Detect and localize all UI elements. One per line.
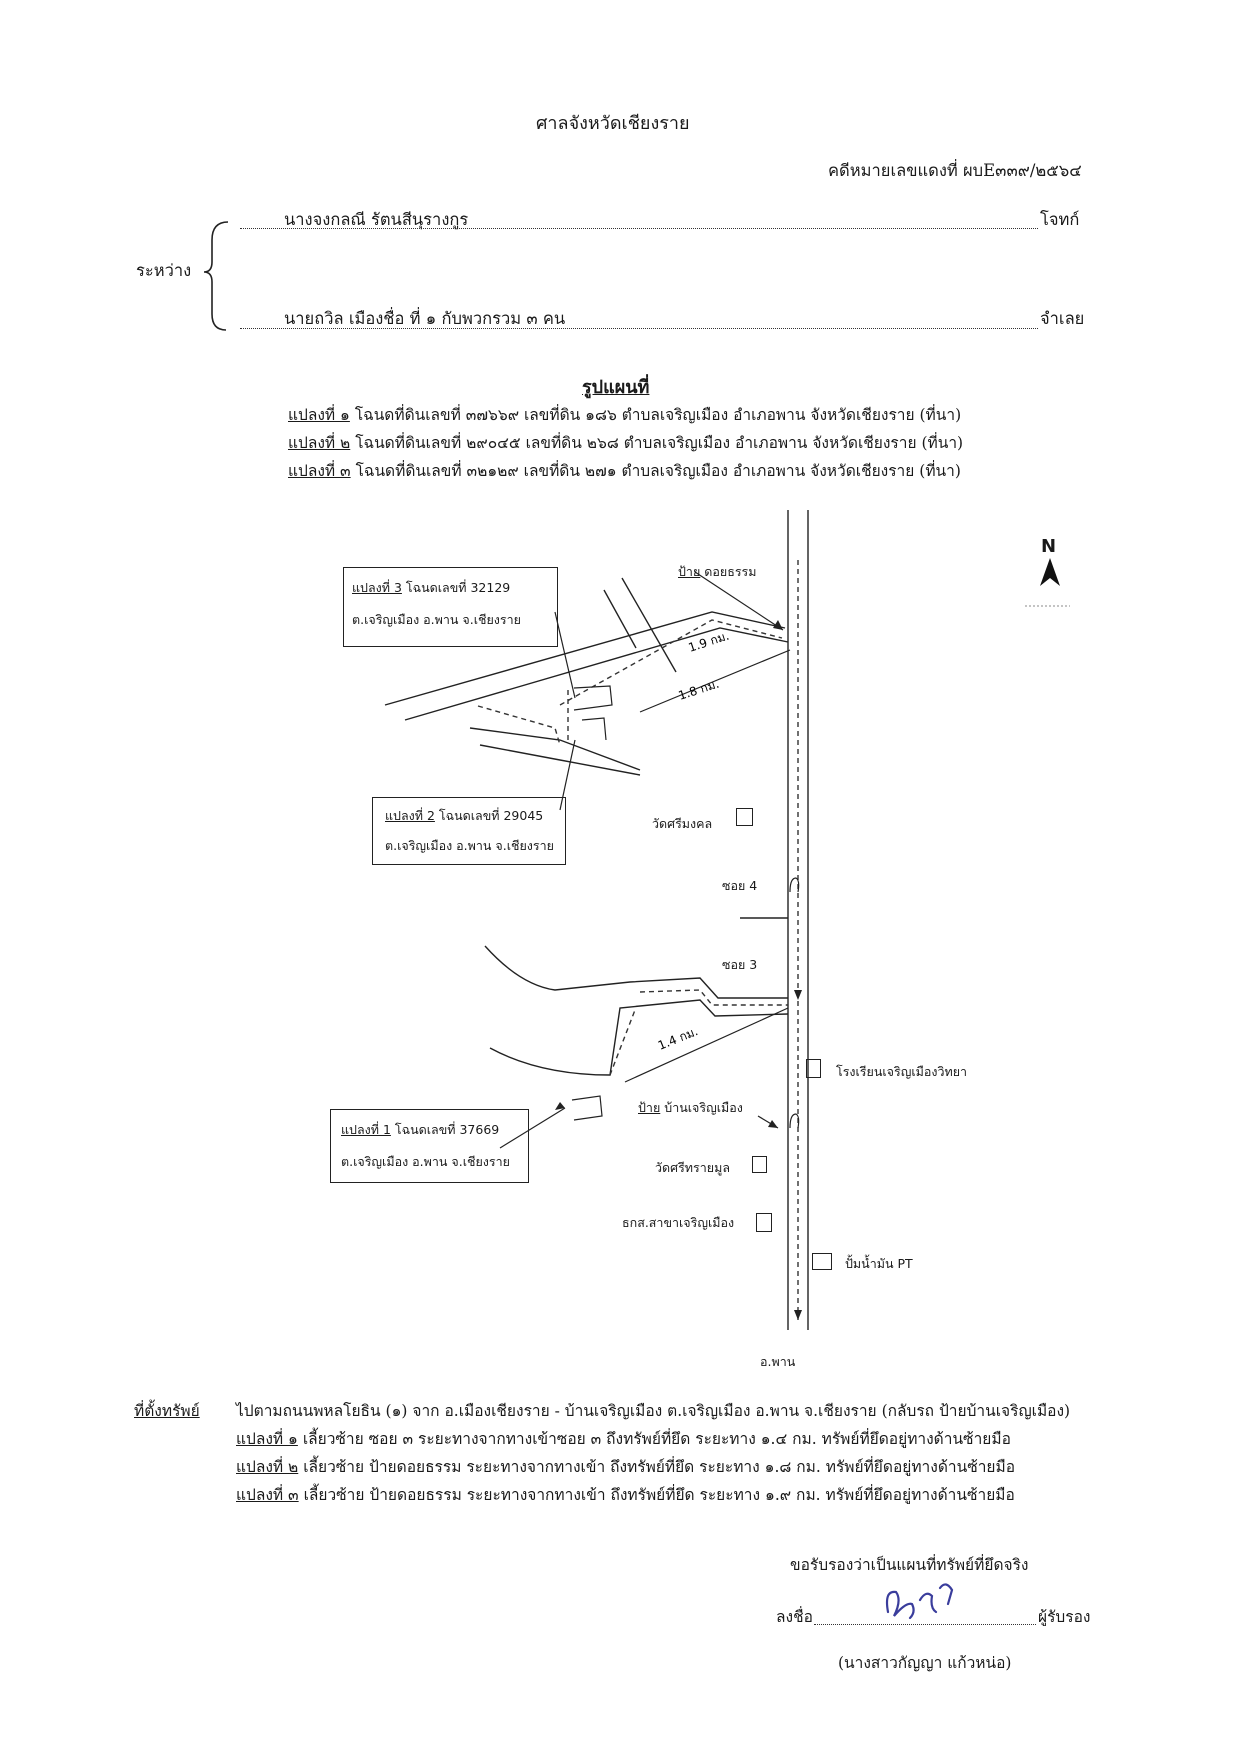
sign-doi-tham: ป้าย ดอยธรรม	[678, 562, 757, 582]
uturn-mark-1	[789, 877, 800, 893]
plot3-box: แปลงที่ 3 โฉนดเลขที่ 32129 ต.เจริญเมือง …	[343, 567, 558, 647]
pt-station-label: ปั้มน้ำมัน PT	[845, 1256, 913, 1271]
plot2-box-label: แปลงที่ 2	[385, 808, 435, 823]
plot1-box: แปลงที่ 1 โฉนดเลขที่ 37669 ต.เจริญเมือง …	[330, 1109, 529, 1183]
plot1-box-label: แปลงที่ 1	[341, 1122, 391, 1137]
school-label: โรงเรียนเจริญเมืองวิทยา	[836, 1064, 968, 1079]
wat-srisaimoon-label: วัดศรีทรายมูล	[655, 1160, 730, 1175]
sign-ban-charoen: ป้าย บ้านเจริญเมือง	[638, 1098, 743, 1118]
soi4-label: ซอย 4	[722, 878, 758, 893]
dist-14-label: 1.4 กม.	[656, 1024, 700, 1053]
north-label: N	[1041, 536, 1057, 557]
plot-label: แปลงที่ ๑	[288, 406, 350, 424]
plaintiff-role: โจทก์	[1040, 210, 1080, 229]
uturn-mark-2	[789, 1113, 800, 1129]
defendant-name: นายถวิล เมืองชื่อ ที่ ๑ กับพวกรวม ๓ คน	[284, 309, 566, 328]
baac-label: ธกส.สาขาเจริญเมือง	[622, 1215, 735, 1230]
soi3-label: ซอย 3	[722, 957, 758, 972]
plot-line-1: แปลงที่ ๑ โฉนดที่ดินเลขที่ ๓๗๖๖๙ เลขที่ด…	[288, 402, 961, 427]
south-arrow-1	[794, 990, 802, 1000]
amphoe-phan-label: อ.พาน	[760, 1354, 796, 1369]
certifier-name: (นางสาวกัญญา แก้วหน่อ)	[838, 1654, 1012, 1672]
school-marker	[806, 1059, 821, 1078]
location-route: ไปตามถนนพหลโยธิน (๑) จาก อ.เมืองเชียงราย…	[236, 1402, 1071, 1420]
court-name: ศาลจังหวัดเชียงราย	[536, 113, 690, 134]
sign-prefix: ป้าย	[678, 564, 701, 579]
sign-name: บ้านเจริญเมือง	[660, 1100, 743, 1115]
dist-19-label: 1.9 กม.	[687, 629, 731, 655]
plot-line-3: แปลงที่ ๓ โฉนดที่ดินเลขที่ ๓๒๑๒๙ เลขที่ด…	[288, 458, 961, 483]
plot1-box-deed: โฉนดเลขที่ 37669	[390, 1122, 500, 1137]
plot3-box-location: ต.เจริญเมือง อ.พาน จ.เชียงราย	[352, 612, 521, 627]
baac-marker	[756, 1213, 772, 1232]
wat-srimongkol-marker	[736, 808, 753, 826]
plot-label: แปลงที่ ๓	[288, 462, 351, 480]
signature-dotted-line	[814, 1624, 1036, 1625]
map-title: รูปแผนที่	[582, 377, 650, 398]
wat-srisaimoon-marker	[752, 1156, 767, 1173]
dist-18-label: 1.8 กม.	[677, 677, 721, 703]
certifier-role: ผู้รับรอง	[1038, 1608, 1091, 1626]
plot2-box-location: ต.เจริญเมือง อ.พาน จ.เชียงราย	[385, 838, 554, 853]
wat-srimongkol-label: วัดศรีมงคล	[652, 816, 713, 831]
certify-statement: ขอรับรองว่าเป็นแผนที่ทรัพย์ที่ยึดจริง	[790, 1556, 1029, 1574]
location-plot-2: แปลงที่ ๒ เลี้ยวซ้าย ป้ายดอยธรรม ระยะทาง…	[236, 1454, 1015, 1479]
plaintiff-name: นางจงกลณี รัตนสีนุรางกูร	[284, 210, 469, 229]
location-label: ที่ตั้งทรัพย์	[134, 1402, 200, 1420]
between-label: ระหว่าง	[136, 261, 192, 280]
pt-station-marker	[812, 1253, 832, 1270]
plot-direction: เลี้ยวซ้าย ป้ายดอยธรรม ระยะทางจากทางเข้า…	[298, 1486, 1015, 1504]
plot2-box-deed: โฉนดเลขที่ 29045	[434, 808, 544, 823]
south-arrow-2	[794, 1310, 802, 1320]
plot-detail: โฉนดที่ดินเลขที่ ๓๒๑๒๙ เลขที่ดิน ๒๗๑ ตำบ…	[350, 462, 961, 480]
north-arrow-icon	[1040, 558, 1060, 586]
sign-label: ลงชื่อ	[776, 1608, 813, 1626]
plot2-box: แปลงที่ 2 โฉนดเลขที่ 29045 ต.เจริญเมือง …	[372, 797, 566, 865]
plaintiff-dotted-line	[240, 228, 1038, 229]
plot-label: แปลงที่ ๒	[236, 1458, 299, 1476]
plot-direction: เลี้ยวซ้าย ซอย ๓ ระยะทางจากทางเข้าซอย ๓ …	[297, 1430, 1011, 1448]
case-number: คดีหมายเลขแดงที่ ผบE๓๓๙/๒๕๖๔	[828, 161, 1082, 180]
sign-name: ดอยธรรม	[700, 564, 757, 579]
location-plot-1: แปลงที่ ๑ เลี้ยวซ้าย ซอย ๓ ระยะทางจากทาง…	[236, 1426, 1011, 1451]
plot-detail: โฉนดที่ดินเลขที่ ๓๗๖๖๙ เลขที่ดิน ๑๘๖ ตำบ…	[349, 406, 962, 424]
plot-detail: โฉนดที่ดินเลขที่ ๒๙๐๔๕ เลขที่ดิน ๒๖๘ ตำบ…	[350, 434, 964, 452]
plot3-box-label: แปลงที่ 3	[352, 580, 402, 595]
location-plot-3: แปลงที่ ๓ เลี้ยวซ้าย ป้ายดอยธรรม ระยะทาง…	[236, 1482, 1015, 1507]
defendant-role: จำเลย	[1040, 309, 1085, 328]
plot3-box-deed: โฉนดเลขที่ 32129	[401, 580, 511, 595]
defendant-dotted-line	[240, 328, 1038, 329]
plot-direction: เลี้ยวซ้าย ป้ายดอยธรรม ระยะทางจากทางเข้า…	[298, 1458, 1016, 1476]
plot-label: แปลงที่ ๓	[236, 1486, 299, 1504]
plot-line-2: แปลงที่ ๒ โฉนดที่ดินเลขที่ ๒๙๐๔๕ เลขที่ด…	[288, 430, 963, 455]
plot-label: แปลงที่ ๒	[288, 434, 351, 452]
plot-label: แปลงที่ ๑	[236, 1430, 298, 1448]
plot1-box-location: ต.เจริญเมือง อ.พาน จ.เชียงราย	[341, 1154, 510, 1169]
sign-prefix: ป้าย	[638, 1100, 661, 1115]
